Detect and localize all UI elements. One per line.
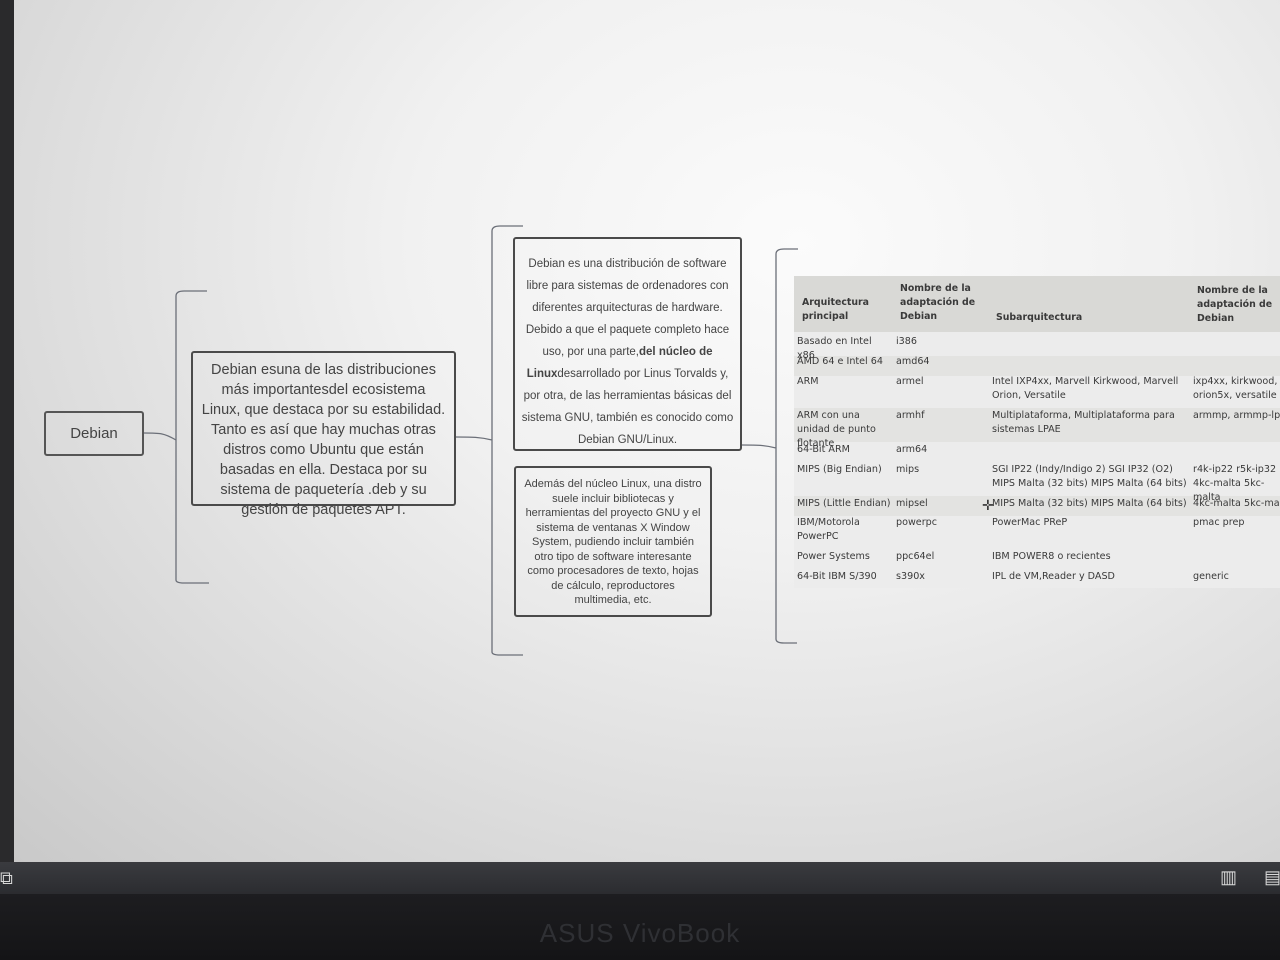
- cell-subport: ixp4xx, kirkwood, orion5x, versatile: [1193, 376, 1278, 401]
- root-node-debian[interactable]: Debian: [44, 411, 144, 456]
- definition-text-a: Debian es una distribución de software l…: [525, 258, 730, 358]
- print-layout-icon[interactable]: ▤: [1264, 867, 1280, 887]
- cell-port: armhf: [896, 410, 925, 421]
- header-arquitectura: Arquitectura principal: [802, 297, 869, 322]
- summary-node[interactable]: Debian esuna de las distribuciones más i…: [191, 351, 456, 518]
- cell-port: mips: [896, 464, 920, 475]
- cell-arch: MIPS (Big Endian): [797, 464, 882, 475]
- row-stripe: [794, 356, 1280, 376]
- definition-node[interactable]: Debian es una distribución de software l…: [513, 237, 742, 451]
- taskbar-left-icon[interactable]: ⧉: [0, 868, 13, 888]
- bracket-summary: [455, 225, 523, 656]
- cell-port: powerpc: [896, 517, 938, 528]
- cell-port: s390x: [896, 571, 925, 582]
- table-header-row: [794, 276, 1280, 332]
- cell-subport: r4k-ip22 r5k-ip32 4kc-malta 5kc-malta: [1193, 464, 1277, 503]
- cell-subarch: IBM POWER8 o recientes: [992, 551, 1111, 562]
- cell-port: arm64: [896, 444, 928, 455]
- definition-text-b: desarrollado por Linus Torvalds y, por o…: [521, 368, 734, 446]
- taskbar: ⧉ ▥ ▤: [0, 862, 1280, 894]
- brand-logo: ASUS VivoBook: [539, 918, 741, 948]
- cell-subport: 4kc-malta 5kc-malta: [1193, 498, 1280, 509]
- cell-arch: MIPS (Little Endian): [797, 498, 891, 509]
- cell-arch: 64-Bit ARM: [797, 444, 850, 455]
- cell-subport: pmac prep: [1193, 517, 1245, 528]
- cell-subarch: Multiplataforma, Multiplataforma para si…: [992, 410, 1175, 435]
- cell-arch: ARM con una unidad de punto flotante: [797, 410, 876, 449]
- cell-port: ppc64el: [896, 551, 935, 562]
- cell-arch: 64-Bit IBM S/390: [797, 571, 877, 582]
- cell-port: amd64: [896, 356, 930, 367]
- mouse-cursor-icon: ✛: [982, 497, 994, 513]
- header-adaptacion: Nombre de la adaptación de Debian: [900, 283, 976, 322]
- cell-port: armel: [896, 376, 924, 387]
- cell-port: i386: [896, 336, 917, 347]
- cell-arch: Basado en Intel x86: [797, 336, 872, 361]
- architecture-table[interactable]: Arquitectura principal Nombre de la adap…: [794, 276, 1280, 588]
- header-subarquitectura: Subarquitectura: [996, 312, 1083, 323]
- cell-subport: generic: [1193, 571, 1229, 582]
- screen-left-edge: [0, 0, 14, 862]
- cell-subarch: SGI IP22 (Indy/Indigo 2) SGI IP32 (O2) M…: [992, 464, 1187, 489]
- row-stripe: [794, 408, 1280, 442]
- reading-view-icon[interactable]: ▥: [1220, 867, 1238, 887]
- cell-subarch: IPL de VM,Reader y DASD: [992, 571, 1115, 582]
- header-adaptacion-sub: Nombre de la adaptación de Debian: [1197, 285, 1273, 324]
- bracket-root: [143, 290, 209, 584]
- mindmap-connectors: [143, 225, 798, 656]
- laptop-screen: Debian Debian esuna de las distribucione…: [14, 0, 1280, 862]
- extra-text: Además del núcleo Linux, una distro suel…: [524, 478, 702, 606]
- cell-port: mipsel: [896, 498, 928, 509]
- cell-arch: Power Systems: [797, 551, 870, 562]
- laptop-bezel: [0, 894, 1280, 960]
- cell-subarch: MIPS Malta (32 bits) MIPS Malta (64 bits…: [992, 498, 1187, 509]
- cell-arch: AMD 64 e Intel 64: [797, 356, 883, 367]
- bracket-definition: [741, 248, 798, 644]
- cell-subport: armmp, armmp-lpae: [1193, 410, 1280, 421]
- extra-info-node[interactable]: Además del núcleo Linux, una distro suel…: [514, 466, 712, 617]
- root-label: Debian: [70, 425, 118, 442]
- cell-arch: IBM/Motorola PowerPC: [797, 517, 860, 542]
- cell-subarch: Intel IXP4xx, Marvell Kirkwood, Marvell …: [992, 376, 1179, 401]
- cell-subarch: PowerMac PReP: [992, 517, 1068, 528]
- summary-text: Debian esuna de las distribuciones más i…: [201, 362, 446, 518]
- definition-text-bold: del núcleo de Linux: [526, 346, 713, 380]
- row-stripe: [794, 496, 1280, 516]
- cell-arch: ARM: [797, 376, 819, 387]
